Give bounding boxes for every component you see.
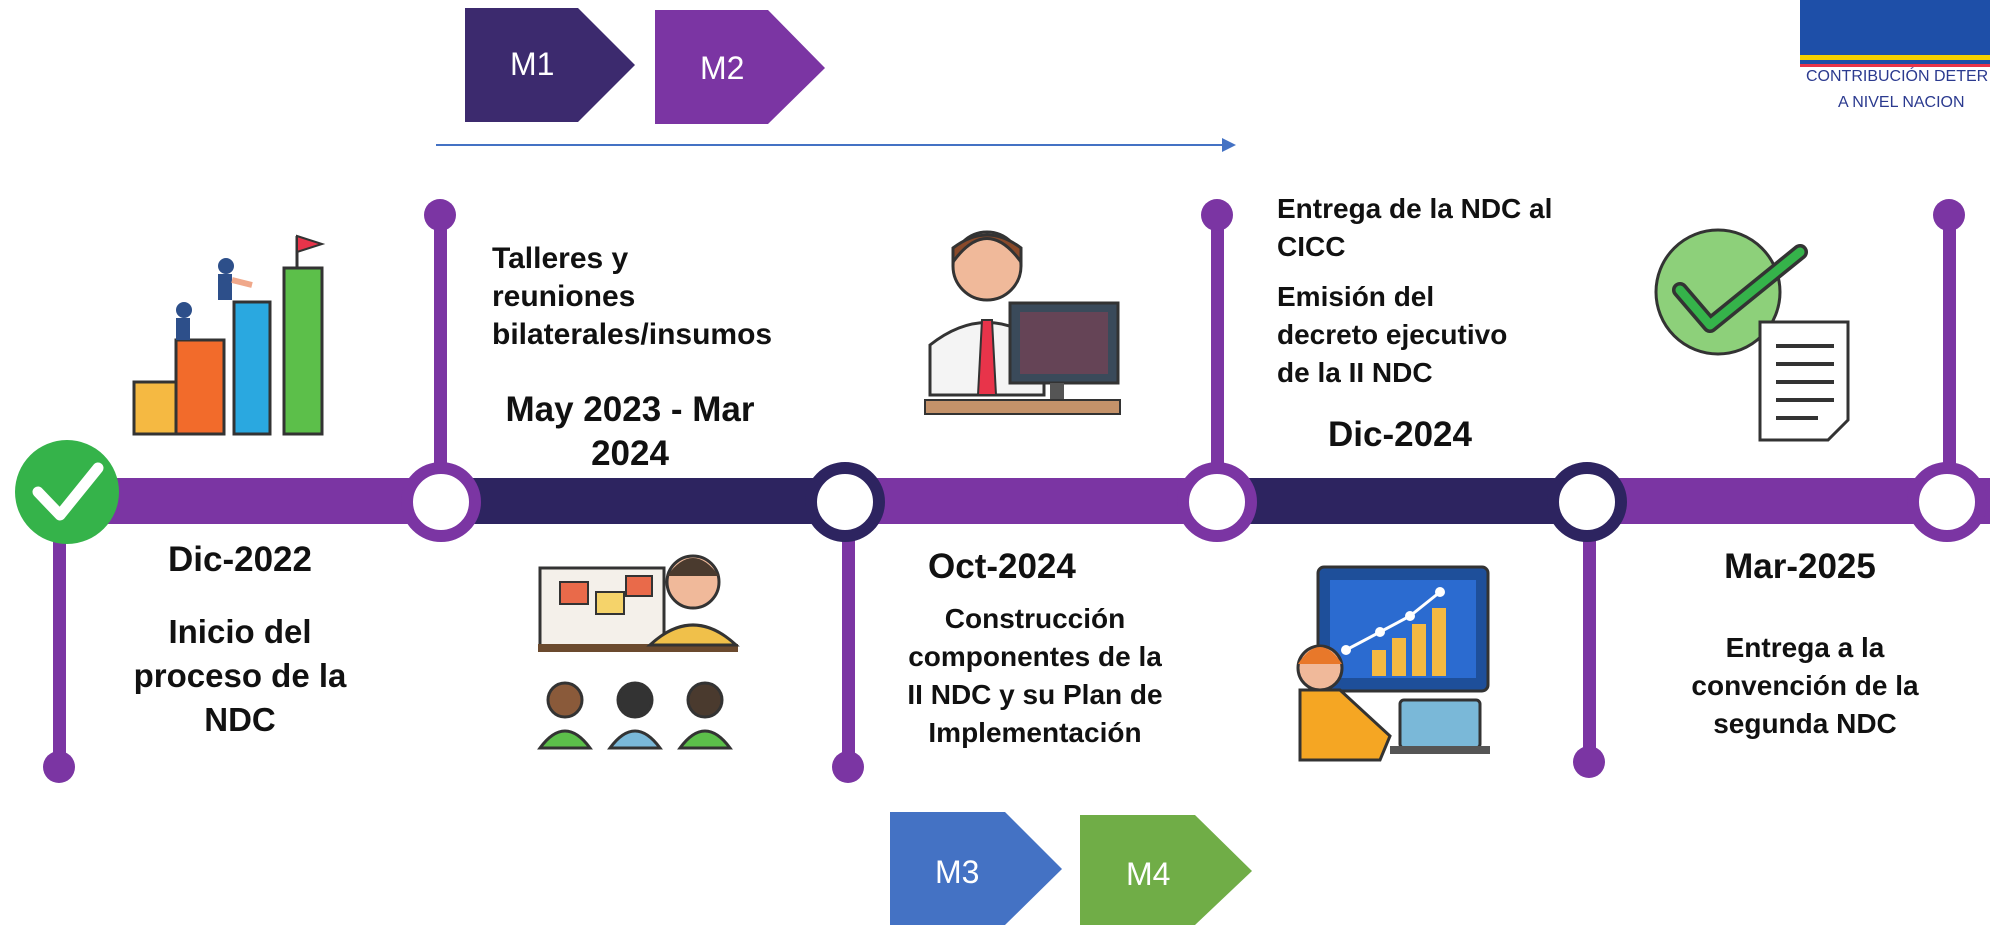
- phase-m1-chevron: [465, 8, 635, 122]
- phase-m3-chevron: [890, 812, 1062, 925]
- desc-line: reuniones: [492, 280, 636, 313]
- milestone-dic2024-date: Dic-2024: [1328, 415, 1472, 454]
- office-worker-computer-icon: [924, 230, 1121, 415]
- desc-line: Entrega a la: [1725, 632, 1885, 663]
- timeline-stems: [43, 199, 1965, 783]
- desc-line: proceso de la: [133, 657, 347, 694]
- desc-line: bilaterales/insumos: [492, 318, 773, 351]
- desc-line: II NDC y su Plan de: [907, 679, 1163, 710]
- milestone-may2023-desc: Talleres y reuniones bilaterales/insumos: [492, 240, 832, 354]
- desc-line: decreto ejecutivo: [1277, 319, 1508, 350]
- node-dic2024: [1547, 462, 1627, 542]
- phase-m2-label: M2: [700, 50, 745, 86]
- approved-document-icon: [1654, 228, 1850, 442]
- milestone-dic2024-desc-a: Entrega de la NDC al CICC: [1277, 190, 1617, 266]
- milestone-dic2024-desc-b: Emisión del decreto ejecutivo de la II N…: [1277, 278, 1617, 392]
- milestone-mar2025-desc: Entrega a la convención de la segunda ND…: [1660, 629, 1950, 743]
- phase-m1-label: M1: [510, 46, 555, 82]
- phase-m3-label: M3: [935, 854, 980, 890]
- desc-line: convención de la: [1691, 670, 1919, 701]
- meeting-presentation-icon: [537, 554, 740, 750]
- phase-m4-label: M4: [1126, 856, 1171, 892]
- node-oct2024: [1177, 462, 1257, 542]
- ndc-logo: [1800, 0, 1990, 67]
- desc-line: de la II NDC: [1277, 357, 1433, 388]
- milestone-mar2025-date: Mar-2025: [1724, 547, 1876, 586]
- node-oct2023: [805, 462, 885, 542]
- desc-line: CICC: [1277, 231, 1346, 262]
- phase-m4-chevron: [1080, 815, 1252, 925]
- desc-line: Inicio del: [168, 613, 312, 650]
- date-line: 2024: [591, 434, 669, 473]
- milestone-oct2024-date: Oct-2024: [928, 547, 1076, 586]
- milestone-dic2022-desc: Inicio del proceso de la NDC: [100, 610, 380, 742]
- logo-line1: CONTRIBUCIÓN DETER: [1806, 68, 1989, 85]
- logo-line2: A NIVEL NACION: [1838, 94, 1965, 111]
- desc-line: Implementación: [928, 717, 1142, 748]
- milestone-dic2022-date: Dic-2022: [168, 540, 312, 579]
- desc-line: Emisión del: [1277, 281, 1435, 312]
- milestone-may2023-date: May 2023 - Mar 2024: [480, 388, 780, 476]
- desc-line: Talleres y: [492, 242, 629, 275]
- desc-line: NDC: [204, 701, 276, 738]
- desc-line: segunda NDC: [1713, 708, 1897, 739]
- phase-m2-chevron: [655, 10, 825, 124]
- node-may2023: [401, 462, 481, 542]
- desc-line: Construcción: [944, 603, 1126, 634]
- range-arrow: [436, 138, 1236, 152]
- date-line: May 2023 - Mar: [505, 390, 755, 429]
- desc-line: Entrega de la NDC al: [1277, 193, 1553, 224]
- node-mar2025: [1907, 462, 1987, 542]
- timeline-bar: [60, 478, 1990, 524]
- timeline-nodes: [15, 440, 1987, 544]
- bar-growth-climber-icon: [132, 234, 326, 436]
- node-dic2022-check-icon: [15, 440, 119, 544]
- analyst-chart-icon: [1296, 565, 1490, 762]
- desc-line: componentes de la: [908, 641, 1162, 672]
- milestone-oct2024-desc: Construcción componentes de la II NDC y …: [870, 600, 1200, 752]
